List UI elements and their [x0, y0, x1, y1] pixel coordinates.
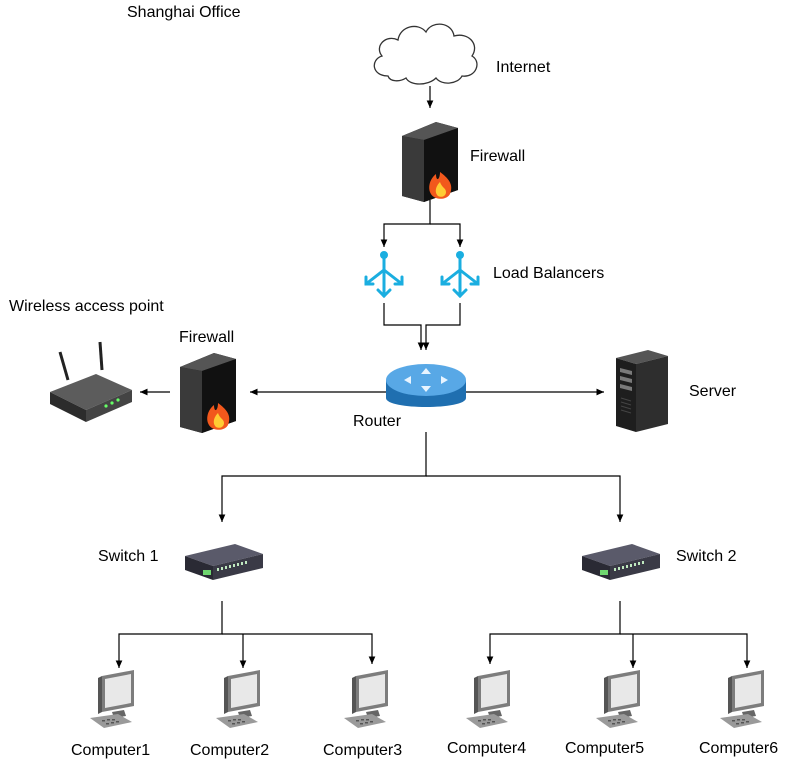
edge-firewall-lb2	[430, 223, 464, 247]
firewall-icon	[174, 349, 242, 433]
switch-icon	[183, 540, 265, 584]
computer4-label: Computer4	[447, 740, 527, 757]
computer-icon	[594, 670, 648, 728]
computer-icon	[464, 670, 518, 728]
cloud-icon	[366, 16, 484, 88]
edge-switch1-computer1	[115, 601, 223, 668]
wireless-ap-label: Wireless access point	[9, 298, 164, 315]
computer6-label: Computer6	[699, 740, 779, 757]
firewall-left-label: Firewall	[179, 329, 235, 346]
firewall-icon	[396, 118, 464, 202]
switch2-label: Switch 2	[676, 548, 737, 565]
load-balancers-label: Load Balancers	[493, 265, 605, 282]
computer1-label: Computer1	[71, 742, 151, 759]
load-balancer-icon	[438, 250, 482, 302]
switch1-label: Switch 1	[98, 548, 159, 565]
diagram-title: Shanghai Office	[127, 4, 241, 21]
router-label: Router	[353, 413, 402, 430]
wireless-router-icon	[46, 340, 136, 424]
computer3-label: Computer3	[323, 742, 403, 759]
edge-firewall-lb1	[380, 200, 431, 247]
computer-icon	[718, 670, 772, 728]
load-balancer-icon	[362, 250, 406, 302]
server-label: Server	[689, 383, 737, 400]
edge-router-switch1	[218, 432, 427, 522]
computer-icon	[88, 670, 142, 728]
computer-icon	[214, 670, 268, 728]
edge-switch2-computer4	[486, 601, 621, 664]
computer5-label: Computer5	[565, 740, 645, 757]
switch-icon	[580, 540, 662, 584]
computer-icon	[342, 670, 396, 728]
firewall-top-label: Firewall	[470, 148, 526, 165]
server-icon	[612, 348, 672, 434]
edge-router-switch2	[426, 475, 624, 522]
router-icon	[384, 362, 468, 418]
internet-label: Internet	[496, 59, 551, 76]
edge-lb1-router	[383, 303, 425, 350]
edge-lb2-router	[422, 303, 461, 350]
edge-switch2-computer6	[620, 633, 751, 668]
edge-switch1-computer3	[222, 633, 376, 664]
computer2-label: Computer2	[190, 742, 270, 759]
